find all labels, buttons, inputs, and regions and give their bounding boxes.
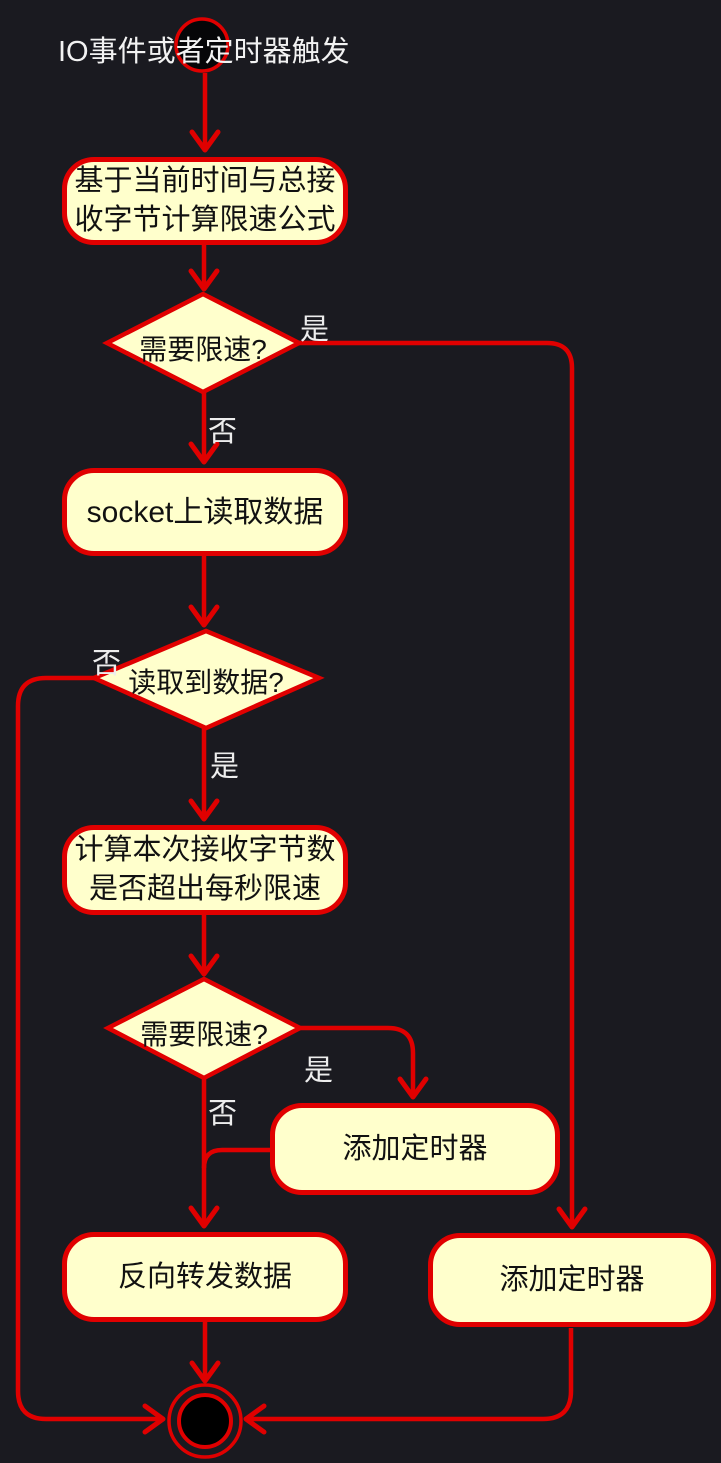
node-calc-bytes-line1: 计算本次接收字节数 (74, 834, 336, 866)
edge-decision2-no-to-end (15, 675, 166, 1435)
node-read-socket-label: socket上读取数据 (86, 495, 324, 529)
edge-label-decision3-yes: 是 (304, 1055, 334, 1087)
diagram-title: IO事件或者定时器触发 (58, 36, 350, 68)
node-add-timer-right-label: 添加定时器 (499, 1263, 645, 1296)
node-forward-data-label: 反向转发数据 (117, 1260, 292, 1293)
node-add-timer-mid-label: 添加定时器 (342, 1132, 488, 1165)
decision-need-limit-2-label: 需要限速? (140, 1019, 268, 1050)
node-calc-bytes: 计算本次接收字节数 是否超出每秒限速 (62, 825, 348, 915)
edge-right-timer-to-end (243, 1328, 574, 1435)
edge-label-decision1-yes: 是 (300, 314, 330, 346)
edge-decision1-yes-to-right-timer (299, 340, 588, 1230)
end-node-outer-ring (167, 1383, 243, 1459)
node-read-socket: socket上读取数据 (62, 468, 348, 556)
node-add-timer-right: 添加定时器 (428, 1233, 716, 1327)
edge-mid-timer-to-forward (201, 1147, 271, 1169)
end-node-inner-circle (177, 1393, 233, 1449)
decision-got-data-label: 读取到数据? (128, 667, 284, 698)
decision-need-limit-2-shape (103, 976, 305, 1081)
edge-decision3-yes-to-mid-timer (300, 1025, 429, 1100)
edge-label-decision3-no: 否 (208, 1098, 238, 1130)
edge-label-decision2-yes: 是 (210, 751, 240, 783)
edge-label-decision2-no: 否 (92, 648, 122, 680)
node-calc-formula: 基于当前时间与总接 收字节计算限速公式 (62, 157, 348, 245)
decision-need-limit-1-shape (102, 291, 304, 395)
node-add-timer-mid: 添加定时器 (270, 1103, 560, 1195)
end-node (167, 1383, 243, 1459)
node-calc-bytes-line2: 是否超出每秒限速 (88, 873, 321, 905)
edge-label-decision1-no: 否 (208, 416, 238, 448)
node-calc-formula-line2: 收字节计算限速公式 (74, 204, 336, 236)
decision-need-limit-1-label: 需要限速? (139, 334, 267, 365)
decision-got-data-shape (88, 628, 325, 731)
node-forward-data: 反向转发数据 (62, 1232, 348, 1322)
start-node (174, 17, 230, 73)
node-calc-formula-line1: 基于当前时间与总接 (74, 165, 336, 197)
